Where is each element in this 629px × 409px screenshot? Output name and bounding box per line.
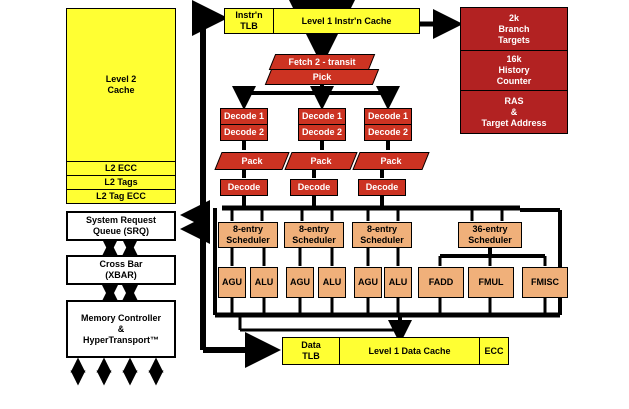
agu-3: AGU: [354, 267, 382, 298]
decode-lane-1: Decode: [220, 179, 268, 196]
decode2-label: Decode 2: [301, 127, 343, 137]
scheduler-8-entry-3: 8-entry Scheduler: [352, 222, 412, 248]
agu-label: AGU: [290, 277, 310, 287]
pick-stage: Pick: [264, 69, 380, 85]
fadd-unit: FADD: [418, 267, 464, 298]
l1i-label: Level 1 Instr'n Cache: [301, 15, 392, 26]
decode1-lane-2: Decode 1: [298, 108, 346, 125]
data-tlb: Data TLB: [282, 337, 340, 365]
l1-instr-cache: Level 1 Instr'n Cache: [273, 8, 420, 34]
pack-lane-2: Pack: [284, 152, 358, 170]
branch-targets: 2k Branch Targets: [460, 7, 568, 51]
decode1-label: Decode 1: [367, 111, 409, 121]
decode1-lane-1: Decode 1: [220, 108, 268, 125]
l2-ecc: L2 ECC: [66, 161, 176, 176]
alu-label: ALU: [388, 277, 408, 287]
memory-controller: Memory Controller & HyperTransport™: [66, 300, 176, 358]
xbar-label: Cross Bar (XBAR): [99, 259, 143, 280]
data-cache-ecc: ECC: [479, 337, 509, 365]
decode2-label: Decode 2: [367, 127, 409, 137]
pack-lane-1: Pack: [214, 152, 290, 170]
cross-bar: Cross Bar (XBAR): [66, 255, 176, 285]
itlb-label: Instr'n TLB: [235, 10, 263, 31]
decode-lane-2: Decode: [290, 179, 338, 196]
fetch-label: Fetch 2 - transit: [288, 57, 356, 67]
l2-tag-ecc: L2 Tag ECC: [66, 189, 176, 204]
agu-label: AGU: [358, 277, 378, 287]
scheduler-8-entry-1: 8-entry Scheduler: [218, 222, 278, 248]
fmul-unit: FMUL: [468, 267, 514, 298]
l2-tags-label: L2 Tags: [104, 177, 138, 187]
l2-ecc-label: L2 ECC: [104, 163, 137, 173]
pack-label: Pack: [380, 156, 402, 166]
l2-tags: L2 Tags: [66, 175, 176, 190]
scheduler-label: 8-entry Scheduler: [360, 224, 404, 245]
history-counter: 16k History Counter: [460, 50, 568, 91]
decode-lane-3: Decode: [358, 179, 406, 196]
fetch-stage: Fetch 2 - transit: [268, 54, 376, 70]
pack-label: Pack: [310, 156, 332, 166]
l2-tag-ecc-label: L2 Tag ECC: [96, 191, 146, 201]
decode-label: Decode: [365, 182, 399, 192]
decode2-lane-3: Decode 2: [364, 124, 412, 141]
scheduler-36-label: 36-entry Scheduler: [468, 224, 512, 245]
branch-targets-label: 2k Branch Targets: [498, 12, 530, 45]
l1-data-cache: Level 1 Data Cache: [339, 337, 480, 365]
decode1-label: Decode 1: [223, 111, 265, 121]
ras-label: RAS & Target Address: [481, 95, 547, 128]
pack-lane-3: Pack: [352, 152, 430, 170]
decode-label: Decode: [297, 182, 331, 192]
decode-label: Decode: [227, 182, 261, 192]
alu-label: ALU: [254, 277, 274, 287]
instr-tlb: Instr'n TLB: [224, 8, 274, 34]
dtlb-label: Data TLB: [301, 340, 321, 361]
fmisc-label: FMISC: [531, 277, 559, 287]
decode1-label: Decode 1: [301, 111, 343, 121]
alu-3: ALU: [384, 267, 412, 298]
system-request-queue: System Request Queue (SRQ): [66, 211, 176, 241]
fmisc-unit: FMISC: [522, 267, 568, 298]
ras-target-address: RAS & Target Address: [460, 90, 568, 134]
decode2-lane-1: Decode 2: [220, 124, 268, 141]
fadd-label: FADD: [428, 277, 454, 287]
alu-2: ALU: [318, 267, 346, 298]
fmul-label: FMUL: [478, 277, 504, 287]
alu-label: ALU: [322, 277, 342, 287]
l2-cache-label: Level 2 Cache: [105, 74, 137, 95]
decode2-lane-2: Decode 2: [298, 124, 346, 141]
decode2-label: Decode 2: [223, 127, 265, 137]
agu-2: AGU: [286, 267, 314, 298]
srq-label: System Request Queue (SRQ): [85, 215, 157, 236]
pack-label: Pack: [241, 156, 263, 166]
ecc-label: ECC: [484, 345, 504, 356]
pick-label: Pick: [312, 72, 332, 82]
l1d-label: Level 1 Data Cache: [368, 345, 451, 356]
l2-cache: Level 2 Cache: [66, 8, 176, 162]
agu-label: AGU: [222, 277, 242, 287]
scheduler-label: 8-entry Scheduler: [292, 224, 336, 245]
decode1-lane-3: Decode 1: [364, 108, 412, 125]
alu-1: ALU: [250, 267, 278, 298]
scheduler-label: 8-entry Scheduler: [226, 224, 270, 245]
memctl-label: Memory Controller & HyperTransport™: [80, 312, 161, 345]
scheduler-8-entry-2: 8-entry Scheduler: [284, 222, 344, 248]
agu-1: AGU: [218, 267, 246, 298]
scheduler-36-entry: 36-entry Scheduler: [458, 222, 522, 248]
history-counter-label: 16k History Counter: [496, 54, 532, 86]
